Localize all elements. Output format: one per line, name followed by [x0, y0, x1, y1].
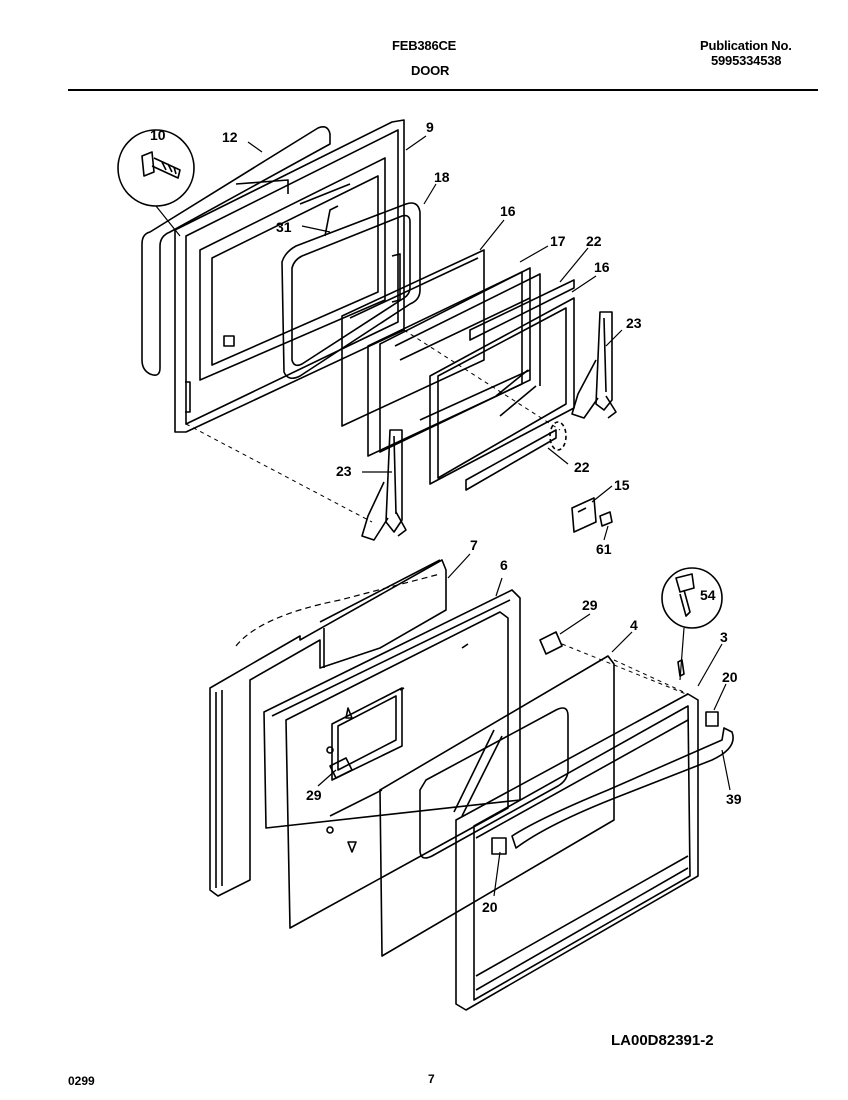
outer-glass-panel — [379, 655, 615, 957]
door-clip — [571, 497, 597, 533]
glass-pack — [367, 267, 541, 457]
publication-number: 5995334538 — [711, 53, 782, 68]
callout-22-upper: 22 — [586, 233, 602, 249]
handle-trim-right — [705, 711, 719, 727]
insulation-guide-line — [235, 573, 441, 647]
callout-17: 17 — [550, 233, 566, 249]
door-baffle — [285, 611, 509, 929]
model-number: FEB386CE — [392, 38, 457, 53]
clip-pin — [599, 511, 613, 527]
window-glass-rear — [341, 249, 485, 427]
callout-23-left: 23 — [336, 463, 352, 479]
alignment-lines-upper — [185, 329, 561, 523]
callout-54: 54 — [700, 587, 716, 603]
door-inner-liner — [263, 589, 521, 829]
callout-16-lower: 16 — [594, 259, 610, 275]
callout-7: 7 — [470, 537, 478, 553]
callout-10: 10 — [150, 127, 166, 143]
screw-inset-54 — [661, 567, 723, 681]
callout-61: 61 — [596, 541, 612, 557]
glass-bracket-lower — [465, 429, 557, 491]
bracket-detail-circle — [549, 421, 567, 451]
callout-4: 4 — [630, 617, 638, 633]
callout-31: 31 — [276, 219, 292, 235]
callout-22-lower: 22 — [574, 459, 590, 475]
door-insulation — [209, 559, 447, 897]
publication-label: Publication No. — [700, 38, 792, 53]
door-bumper-upper — [539, 631, 563, 655]
callout-39: 39 — [726, 791, 742, 807]
door-handle — [511, 727, 734, 849]
callout-16-upper: 16 — [500, 203, 516, 219]
callout-15: 15 — [614, 477, 630, 493]
door-hinge-left — [361, 429, 407, 541]
screw-inset — [117, 129, 195, 237]
header-divider — [68, 89, 818, 91]
callout-9: 9 — [426, 119, 434, 135]
callout-labels: 10 12 9 18 31 16 17 22 16 23 23 22 15 61… — [150, 119, 742, 915]
glass-bracket-upper — [469, 279, 575, 341]
window-frame — [281, 202, 421, 380]
callout-3: 3 — [720, 629, 728, 645]
leader-lines — [247, 135, 731, 897]
door-hinge-right — [571, 311, 617, 419]
alignment-lines-lower — [561, 643, 689, 695]
callout-29-upper: 29 — [582, 597, 598, 613]
handle-trim-left — [491, 837, 507, 855]
diagram-code: LA00D82391-2 — [611, 1032, 714, 1049]
window-glass-front — [429, 297, 575, 485]
callout-6: 6 — [500, 557, 508, 573]
callout-12: 12 — [222, 129, 238, 145]
page-number: 7 — [428, 1072, 435, 1086]
callout-23-right: 23 — [626, 315, 642, 331]
door-gasket — [141, 126, 331, 376]
callout-29-lower: 29 — [306, 787, 322, 803]
door-bumper-lower — [329, 757, 353, 779]
callout-20-left: 20 — [482, 899, 498, 915]
date-code: 0299 — [68, 1074, 95, 1088]
callout-20-right: 20 — [722, 669, 738, 685]
callout-18: 18 — [434, 169, 450, 185]
section-title: DOOR — [411, 63, 450, 78]
inner-door-panel — [174, 119, 405, 433]
